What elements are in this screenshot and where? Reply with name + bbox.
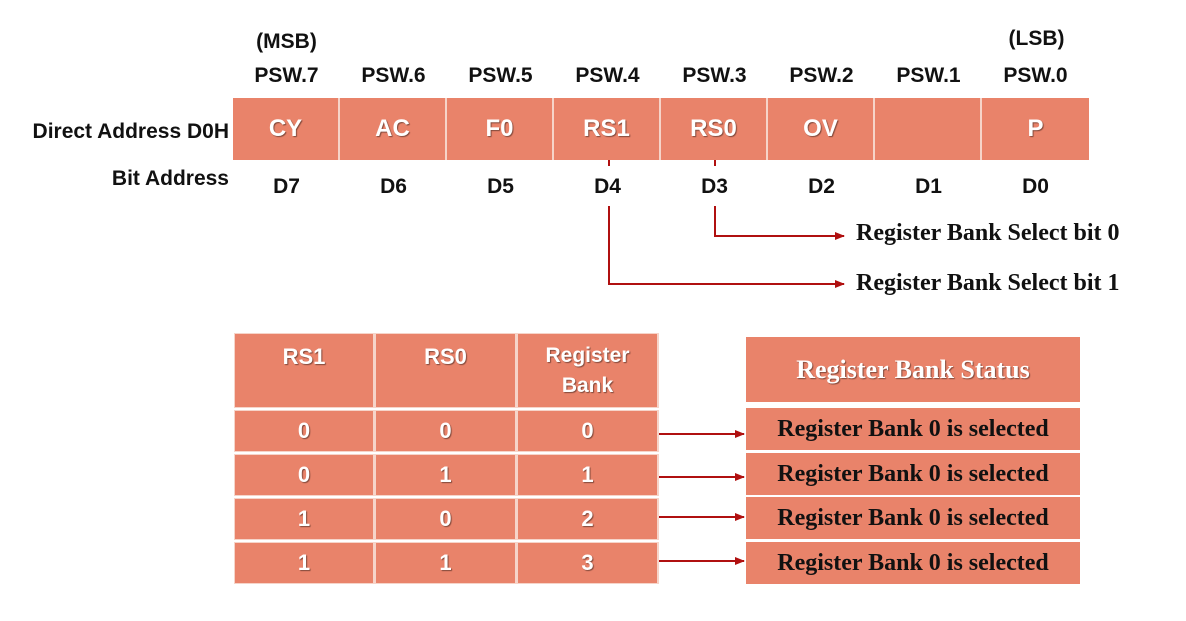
table-row-0-bank: 0 bbox=[517, 410, 659, 452]
msb-label: (MSB) bbox=[256, 30, 317, 53]
bit-address-d6: D6 bbox=[380, 175, 407, 198]
status-row-0: Register Bank 0 is selected bbox=[746, 408, 1080, 450]
psw-header-3: PSW.3 bbox=[682, 64, 747, 87]
table-row-3-rs0: 1 bbox=[375, 542, 517, 584]
bit-address-d3: D3 bbox=[701, 175, 728, 198]
psw-header-2: PSW.2 bbox=[789, 64, 854, 87]
direct-address-label: Direct Address D0H bbox=[32, 120, 229, 143]
table-header-rs0: RS0 bbox=[375, 333, 517, 408]
psw-header-4: PSW.4 bbox=[575, 64, 640, 87]
bit-address-label: Bit Address bbox=[111, 167, 229, 190]
psw-bit-empty bbox=[875, 98, 982, 160]
bit-address-d5: D5 bbox=[487, 175, 514, 198]
table-row-2-bank: 2 bbox=[517, 498, 659, 540]
table-row-0-rs0: 0 bbox=[375, 410, 517, 452]
table-row-0-rs1: 0 bbox=[234, 410, 375, 452]
table-row-1-bank: 1 bbox=[517, 454, 659, 496]
table-row-2-rs1: 1 bbox=[234, 498, 375, 540]
status-title: Register Bank Status bbox=[746, 337, 1080, 402]
table-row-3-rs1: 1 bbox=[234, 542, 375, 584]
table-row-2-rs0: 0 bbox=[375, 498, 517, 540]
bit-address-d2: D2 bbox=[808, 175, 835, 198]
psw-header-5: PSW.5 bbox=[468, 64, 533, 87]
table-row-1-rs0: 1 bbox=[375, 454, 517, 496]
rs1-annotation: Register Bank Select bit 1 bbox=[856, 270, 1120, 296]
lsb-label: (LSB) bbox=[1008, 27, 1065, 50]
psw-bit-p: P bbox=[982, 98, 1089, 160]
rs1-arrow bbox=[608, 160, 844, 284]
rs0-arrow bbox=[714, 160, 844, 236]
bit-address-d0: D0 bbox=[1022, 175, 1049, 198]
table-header-rs1: RS1 bbox=[234, 333, 375, 408]
psw-header-6: PSW.6 bbox=[361, 64, 426, 87]
bit-address-d7: D7 bbox=[273, 175, 300, 198]
table-row-1-rs1: 0 bbox=[234, 454, 375, 496]
psw-bit-ov: OV bbox=[768, 98, 875, 160]
status-row-2: Register Bank 0 is selected bbox=[746, 497, 1080, 539]
bit-address-d1: D1 bbox=[915, 175, 942, 198]
psw-bit-rs1: RS1 bbox=[554, 98, 661, 160]
table-row-3-bank: 3 bbox=[517, 542, 659, 584]
psw-bit-cy: CY bbox=[233, 98, 340, 160]
psw-bit-f0: F0 bbox=[447, 98, 554, 160]
psw-bit-ac: AC bbox=[340, 98, 447, 160]
bit-address-d4: D4 bbox=[594, 175, 621, 198]
table-header-register-bank: Register Bank bbox=[517, 333, 659, 408]
psw-header-1: PSW.1 bbox=[896, 64, 961, 87]
psw-bit-rs0: RS0 bbox=[661, 98, 768, 160]
psw-header-7: PSW.7 bbox=[254, 64, 319, 87]
psw-header-0: PSW.0 bbox=[1003, 64, 1068, 87]
status-row-3: Register Bank 0 is selected bbox=[746, 542, 1080, 584]
status-row-1: Register Bank 0 is selected bbox=[746, 453, 1080, 495]
rs0-annotation: Register Bank Select bit 0 bbox=[856, 220, 1120, 246]
